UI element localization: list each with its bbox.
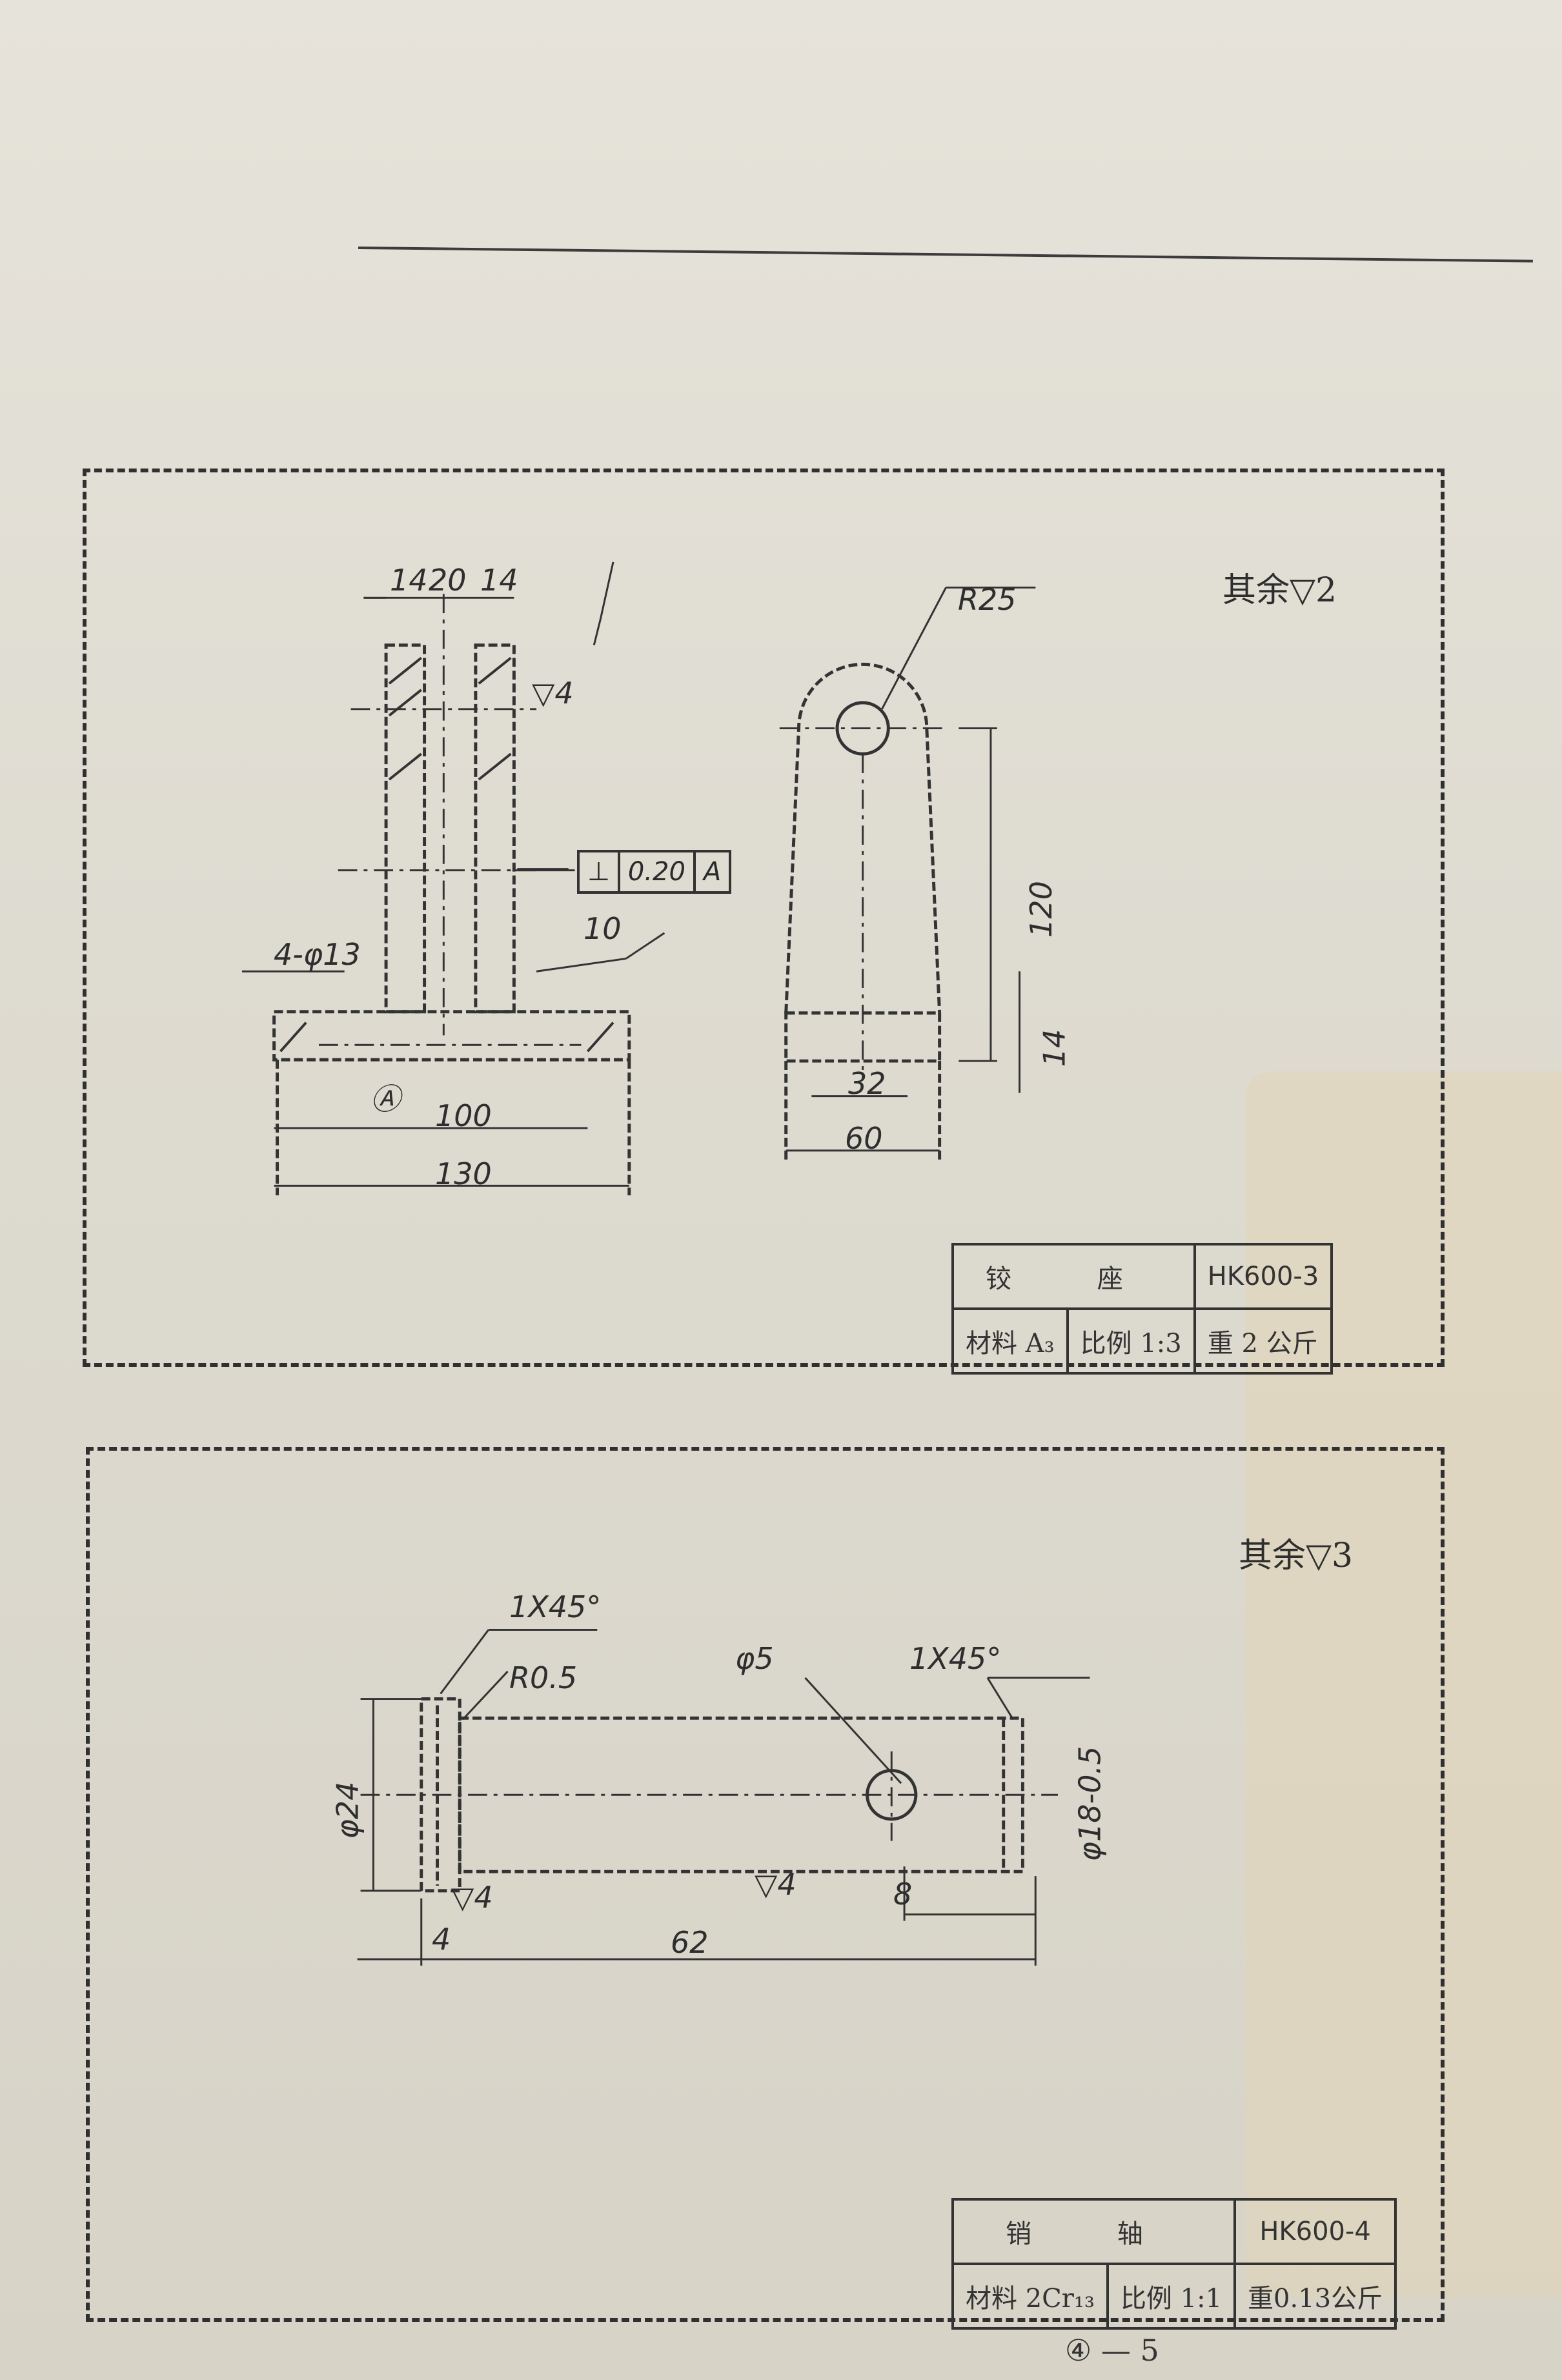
roughness-a: ▽4 — [532, 676, 574, 711]
title-block-hinge-seat: 铰 座 HK600-3 材料 A₃ 比例 1:3 重 2 公斤 — [951, 1243, 1334, 1375]
surface-roughness-note: 其余▽3 — [1239, 1537, 1354, 1575]
dim-slot-width: 32 — [848, 1066, 886, 1101]
part-name: 销 轴 — [951, 2198, 1237, 2265]
dim-shaft-diameter: φ18-0.5 — [1072, 1746, 1108, 1862]
dim-width: 60 — [845, 1121, 883, 1156]
weight: 重 2 公斤 — [1193, 1307, 1334, 1375]
dim-radius: R25 — [958, 582, 1017, 617]
pin-shaft-drawing — [357, 1629, 1090, 1966]
dim-head: 4 — [432, 1922, 451, 1957]
hinge-seat-drawing — [242, 561, 1036, 1196]
part-name: 铰 座 — [951, 1243, 1196, 1310]
dim-diameter: φ24 — [330, 1781, 365, 1839]
top-rule-line — [358, 247, 1533, 263]
tolerance-value: 0.20 — [620, 852, 696, 891]
dim-radius: R0.5 — [509, 1660, 578, 1695]
drawing-number: HK600-3 — [1193, 1243, 1334, 1310]
roughness-mark: ▽4 — [755, 1867, 796, 1902]
dim-hole-spacing: 100 — [435, 1098, 492, 1133]
material: 材料 A₃ — [951, 1307, 1069, 1375]
drawing-frame-pin-shaft: 其余▽3 1X45° R0.5 φ5 1X45° φ24 φ18-0.5 ▽4 … — [86, 1447, 1445, 2330]
dim-chamfer-right: 1X45° — [909, 1641, 1002, 1676]
dim-hole: φ5 — [735, 1641, 774, 1676]
dim-height: 120 — [1023, 881, 1059, 938]
dim-base-thickness: 14 — [1037, 1029, 1072, 1067]
dim-hole-position: 8 — [893, 1877, 913, 1911]
dim-flange-left: 14 — [390, 563, 428, 598]
dim-gap: 20 — [429, 563, 467, 598]
weight: 重0.13公斤 — [1233, 2263, 1397, 2330]
dim-base-length: 130 — [435, 1156, 492, 1191]
surface-roughness-note: 其余▽2 — [1222, 571, 1337, 610]
tolerance-datum: A — [703, 857, 722, 887]
material: 材料 2Cr₁₃ — [951, 2263, 1109, 2330]
drawing-frame-hinge-seat: ⊥ 0.20 A 其余▽2 14 20 14 R25 120 14 4-φ13 … — [83, 469, 1445, 1375]
scale: 比例 1:1 — [1106, 2263, 1237, 2330]
roughness-b: 10 — [583, 911, 622, 946]
dim-flange-right: 14 — [480, 563, 518, 598]
dim-chamfer-left: 1X45° — [509, 1589, 602, 1624]
scale: 比例 1:3 — [1066, 1307, 1196, 1375]
roughness-mark-head: ▽4 — [451, 1880, 493, 1915]
tolerance-symbol: ⊥ — [580, 852, 620, 891]
title-block-pin-shaft: 销 轴 HK600-4 材料 2Cr₁₃ 比例 1:1 重0.13公斤 — [951, 2198, 1397, 2330]
drawing-number: HK600-4 — [1233, 2198, 1397, 2265]
dim-holes: 4-φ13 — [274, 937, 361, 972]
page-number: ④ — 5 — [1065, 2333, 1159, 2368]
geometric-tolerance-frame: ⊥ 0.20 A — [577, 850, 732, 894]
dim-length: 62 — [671, 1925, 709, 1960]
datum-label: Ⓐ — [370, 1082, 400, 1116]
